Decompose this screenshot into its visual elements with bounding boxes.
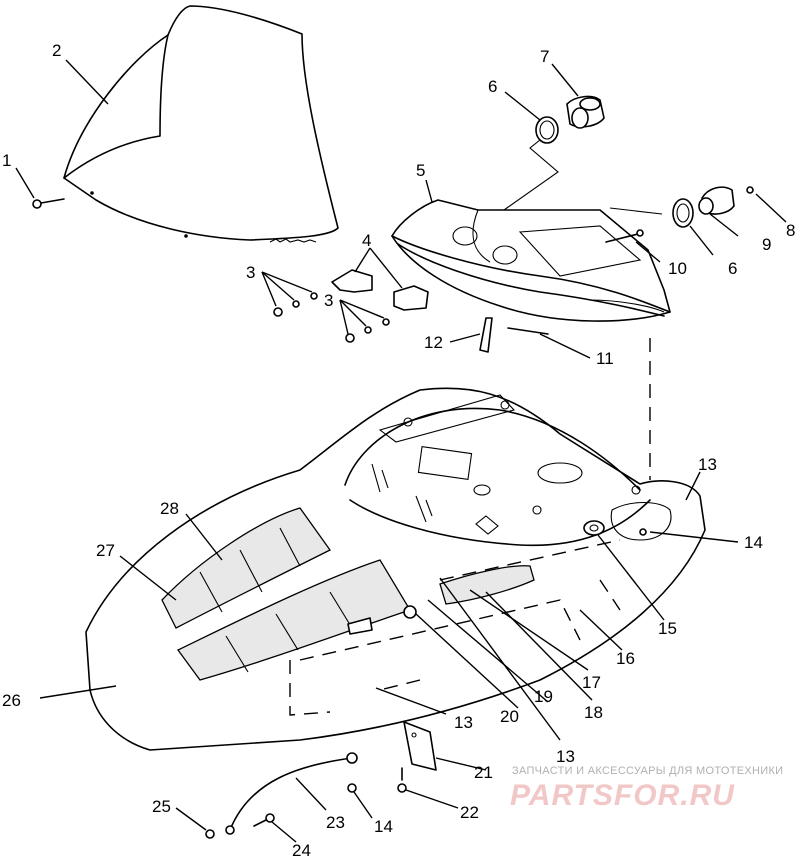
ring-6-right xyxy=(672,198,694,228)
gauge-7 xyxy=(566,95,605,129)
wire-upper xyxy=(503,139,559,211)
callout-labels: 1 2 3 3 4 5 6 6 7 8 9 10 11 12 13 13 13 … xyxy=(2,41,795,857)
ring-6-upper xyxy=(535,116,559,144)
callout-13-mid: 13 xyxy=(454,713,473,732)
screw-24 xyxy=(253,813,275,827)
callout-15: 15 xyxy=(658,619,677,638)
hardware-3b xyxy=(345,318,390,343)
callout-17: 17 xyxy=(582,673,601,692)
plate-21 xyxy=(403,721,437,771)
watermark-brand: PARTSFOR.RU xyxy=(510,779,735,812)
bolt-22 xyxy=(397,767,407,793)
callout-6-right: 6 xyxy=(728,259,737,278)
hardware-3a xyxy=(273,292,318,317)
callout-23: 23 xyxy=(326,813,345,832)
screw-14-lower xyxy=(347,783,357,793)
watermark-tagline: ЗАПЧАСТИ И АКСЕССУАРЫ ДЛЯ МОТОТЕХНИКИ xyxy=(512,765,783,777)
vent-side xyxy=(439,565,535,605)
callout-14-upper: 14 xyxy=(744,533,763,552)
nut-25 xyxy=(205,829,215,839)
callout-18: 18 xyxy=(584,703,603,722)
vent-27 xyxy=(161,507,331,629)
tie-strap-12 xyxy=(479,317,493,353)
screw-1 xyxy=(32,198,65,209)
grommet-20 xyxy=(403,605,417,619)
leader-lines xyxy=(15,59,787,843)
callout-20: 20 xyxy=(500,707,519,726)
callout-1: 1 xyxy=(2,151,11,170)
callout-19: 19 xyxy=(534,687,553,706)
slot-19 xyxy=(347,617,373,635)
callout-14-lower: 14 xyxy=(374,817,393,836)
callout-24: 24 xyxy=(292,841,311,857)
callout-21: 21 xyxy=(474,763,493,782)
rod-11 xyxy=(507,327,549,335)
callout-7: 7 xyxy=(540,47,549,66)
console-5 xyxy=(391,199,671,322)
screw-14-upper xyxy=(639,528,647,536)
watermark: ЗАПЧАСТИ И АКСЕССУАРЫ ДЛЯ МОТОТЕХНИКИ PA… xyxy=(510,765,783,812)
callout-3-upper: 3 xyxy=(246,263,255,282)
callout-2: 2 xyxy=(52,41,61,60)
callout-26: 26 xyxy=(2,691,21,710)
callout-4: 4 xyxy=(362,231,371,250)
screw-10 xyxy=(605,229,644,243)
bracket-4b xyxy=(393,285,429,311)
wire-right xyxy=(609,207,663,215)
callout-22: 22 xyxy=(460,803,479,822)
callout-11: 11 xyxy=(596,349,614,368)
callout-6-upper: 6 xyxy=(488,77,497,96)
callout-3-lower: 3 xyxy=(324,291,333,310)
callout-28: 28 xyxy=(160,499,179,518)
grommet-15 xyxy=(583,520,605,536)
cable-23 xyxy=(225,752,358,835)
callout-13-bottom: 13 xyxy=(556,747,575,766)
callout-9: 9 xyxy=(762,235,771,254)
callout-5: 5 xyxy=(416,161,425,180)
bulb-8 xyxy=(746,186,754,194)
hidden-lines xyxy=(289,338,651,716)
callout-27: 27 xyxy=(96,541,115,560)
gauge-9 xyxy=(698,186,735,215)
windshield xyxy=(63,5,339,243)
callout-12: 12 xyxy=(424,333,443,352)
callout-16: 16 xyxy=(616,649,635,668)
callout-8: 8 xyxy=(786,221,795,240)
callout-10: 10 xyxy=(668,259,687,278)
callout-13-top: 13 xyxy=(698,455,717,474)
bracket-4a xyxy=(331,269,373,293)
callout-25: 25 xyxy=(152,797,171,816)
